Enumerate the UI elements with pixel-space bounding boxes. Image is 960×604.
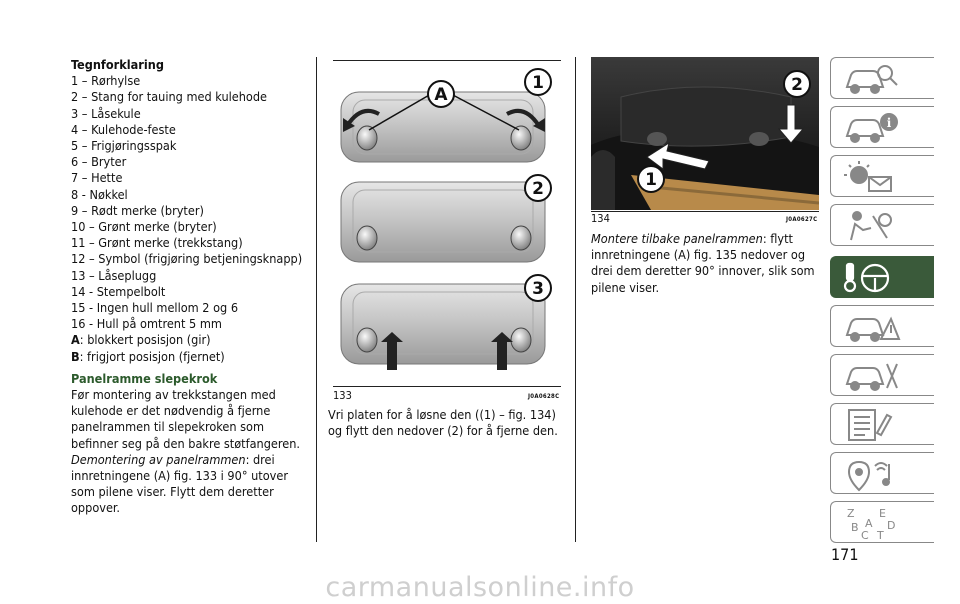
svg-text:i: i (887, 116, 892, 130)
car-search-icon (845, 65, 898, 94)
sidebar-tab-multimedia[interactable] (830, 452, 934, 494)
legend-item: 4 – Kulehode-feste (71, 121, 176, 137)
callout-3-label: 3 (532, 279, 544, 299)
svg-text:B: B (851, 521, 859, 534)
figure-134-number: 134 (591, 212, 610, 225)
media-navigation-icon (847, 460, 890, 492)
legend-item: 14 - Stempelbolt (71, 283, 166, 299)
sidebar-tab-car-search[interactable] (830, 57, 934, 99)
refit-text: : flytt innretningene (A) fig. 135 nedov… (591, 231, 815, 295)
removal-text: : drei innretningene (A) fig. 133 i 90° … (71, 451, 288, 516)
legend-item: 16 - Hull på omtrent 5 mm (71, 316, 222, 332)
page-number: 171 (831, 545, 859, 564)
refit-label: Montere tilbake panelrammen (591, 231, 763, 246)
callout-2-photo (783, 70, 811, 98)
figure-133-illustration: A 1 2 3 (340, 68, 552, 370)
section-intro: Før montering av trekkstangen med kuleho… (71, 387, 301, 451)
callout-a-label: A (434, 85, 448, 105)
svg-text:Z: Z (847, 507, 855, 520)
car-crash-icon (845, 316, 901, 342)
legend-item: 5 – Frigjøringsspak (71, 138, 177, 154)
legend-title: Tegnforklaring (71, 57, 164, 72)
left-column: Tegnforklaring 1 – Rørhylse 2 – Stang fo… (71, 57, 311, 517)
sidebar-tab-starting-driving[interactable] (830, 256, 934, 298)
figure-133-bottom-rule (333, 386, 561, 387)
figure-133-code: J0A0628C (528, 393, 560, 400)
legend-item: 15 - Ingen hull mellom 2 og 6 (71, 300, 239, 316)
legend-item: 12 – Symbol (frigjøring betjeningsknapp) (71, 251, 303, 267)
legend-item: 10 – Grønt merke (bryter) (71, 219, 217, 235)
sidebar-tab-car-info[interactable]: i (830, 106, 934, 148)
legend-item: 9 – Rødt merke (bryter) (71, 202, 204, 218)
figure-133-top-rule (333, 60, 561, 61)
svg-text:E: E (879, 507, 886, 520)
figure-134-bottom-rule (591, 211, 819, 212)
legend-item: 6 – Bryter (71, 154, 127, 170)
callout-1-label: 1 (532, 73, 544, 93)
callout-1-photo-label: 1 (645, 170, 657, 190)
callout-2 (524, 174, 552, 202)
legend-item-a: A: blokkert posisjon (gir) (71, 332, 211, 348)
callout-a (427, 80, 455, 108)
svg-text:T: T (876, 529, 884, 541)
airbag-person-icon (850, 211, 892, 241)
legend-item: 13 – Låseplugg (71, 267, 157, 283)
warning-light-icon (844, 161, 892, 192)
callout-1 (524, 68, 552, 96)
watermark: carmanualsonline.info (325, 572, 635, 603)
callout-2-label: 2 (532, 179, 544, 199)
sidebar-tab-warning-lights[interactable] (830, 155, 934, 197)
legend-item: 8 - Nøkkel (71, 186, 128, 202)
car-tools-icon (845, 363, 898, 391)
sidebar-tab-maintenance[interactable] (830, 354, 934, 396)
figure-133-number: 133 (333, 389, 352, 402)
svg-text:A: A (865, 517, 873, 530)
sidebar-tab-emergency[interactable] (830, 305, 934, 347)
figure-133-caption-text: Vri platen for å løsne den ((1) – fig. 1… (328, 407, 558, 439)
checklist-icon (848, 409, 893, 441)
column-divider (316, 57, 317, 542)
figure-134-photo: 2 1 (591, 57, 819, 210)
section-heading: Panelramme slepekrok (71, 370, 218, 386)
legend-list: 1 – Rørhylse 2 – Stang for tauing med ku… (71, 73, 311, 365)
callout-2-photo-label: 2 (791, 75, 803, 95)
callout-1-photo (637, 165, 665, 193)
figure-134-code: J0A0627C (786, 216, 818, 223)
legend-item: 2 – Stang for tauing med kulehode (71, 89, 268, 105)
car-info-icon: i (845, 113, 898, 143)
legend-item-b: B: frigjort posisjon (fjernet) (71, 348, 225, 364)
legend-item: 1 – Rørhylse (71, 73, 141, 89)
legend-item: 7 – Hette (71, 170, 123, 186)
removal-label: Demontering av panelrammen (71, 451, 246, 467)
column-divider (575, 57, 576, 542)
removal-paragraph: Demontering av panelrammen: drei innretn… (71, 452, 311, 517)
svg-text:C: C (861, 529, 869, 541)
callout-3 (524, 274, 552, 302)
refit-paragraph: Montere tilbake panelrammen: flytt innre… (591, 231, 817, 296)
legend-item: 11 – Grønt merke (trekkstang) (71, 235, 243, 251)
sidebar-tab-safety[interactable] (830, 204, 934, 246)
sidebar-tab-technical-data[interactable] (830, 403, 934, 445)
key-steering-wheel-icon (843, 262, 890, 293)
svg-text:D: D (887, 519, 895, 532)
legend-item: 3 – Låsekule (71, 105, 141, 121)
